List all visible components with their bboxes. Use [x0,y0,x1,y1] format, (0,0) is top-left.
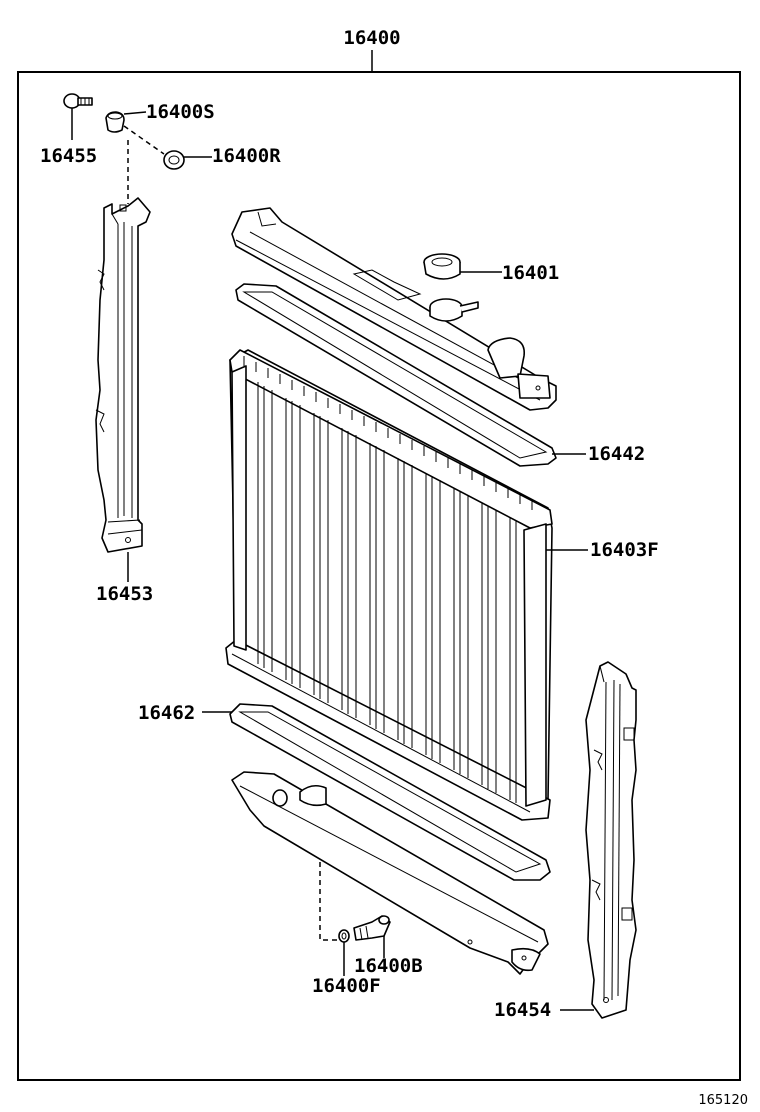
assembly-number-label: 16400 [343,27,400,49]
support-16454 [585,661,637,1019]
radiator-cap-16401 [423,253,461,280]
cushion-16400S [105,111,125,133]
leader-16400S [123,111,147,115]
support-16453 [95,197,151,553]
upper-tank [231,207,557,411]
dash-line-cushion [123,125,165,155]
lower-tank [231,771,549,975]
label-16400R: 16400R [212,145,281,167]
figure-code: 165120 [698,1093,748,1108]
filler-neck [429,298,479,322]
radiator-core-16403F [225,349,553,821]
label-16400B: 16400B [354,955,423,977]
drain-cock-16400B [353,915,391,941]
gasket-16442 [235,283,557,467]
label-16400S: 16400S [146,101,215,123]
label-16401: 16401 [502,262,559,284]
assembly-frame [17,71,741,1081]
label-16454: 16454 [494,999,551,1021]
label-16442: 16442 [588,443,645,465]
label-16453: 16453 [96,583,153,605]
cushion-16400R [163,150,185,170]
label-16403F: 16403F [590,539,659,561]
label-16462: 16462 [138,702,195,724]
label-16400F: 16400F [312,975,381,997]
bolt-16455 [63,93,93,109]
label-16455: 16455 [40,145,97,167]
core-fins [257,382,517,803]
gasket-16462 [229,703,551,881]
drain-plug-16400F [338,929,350,943]
drain-dash-line [319,862,338,941]
